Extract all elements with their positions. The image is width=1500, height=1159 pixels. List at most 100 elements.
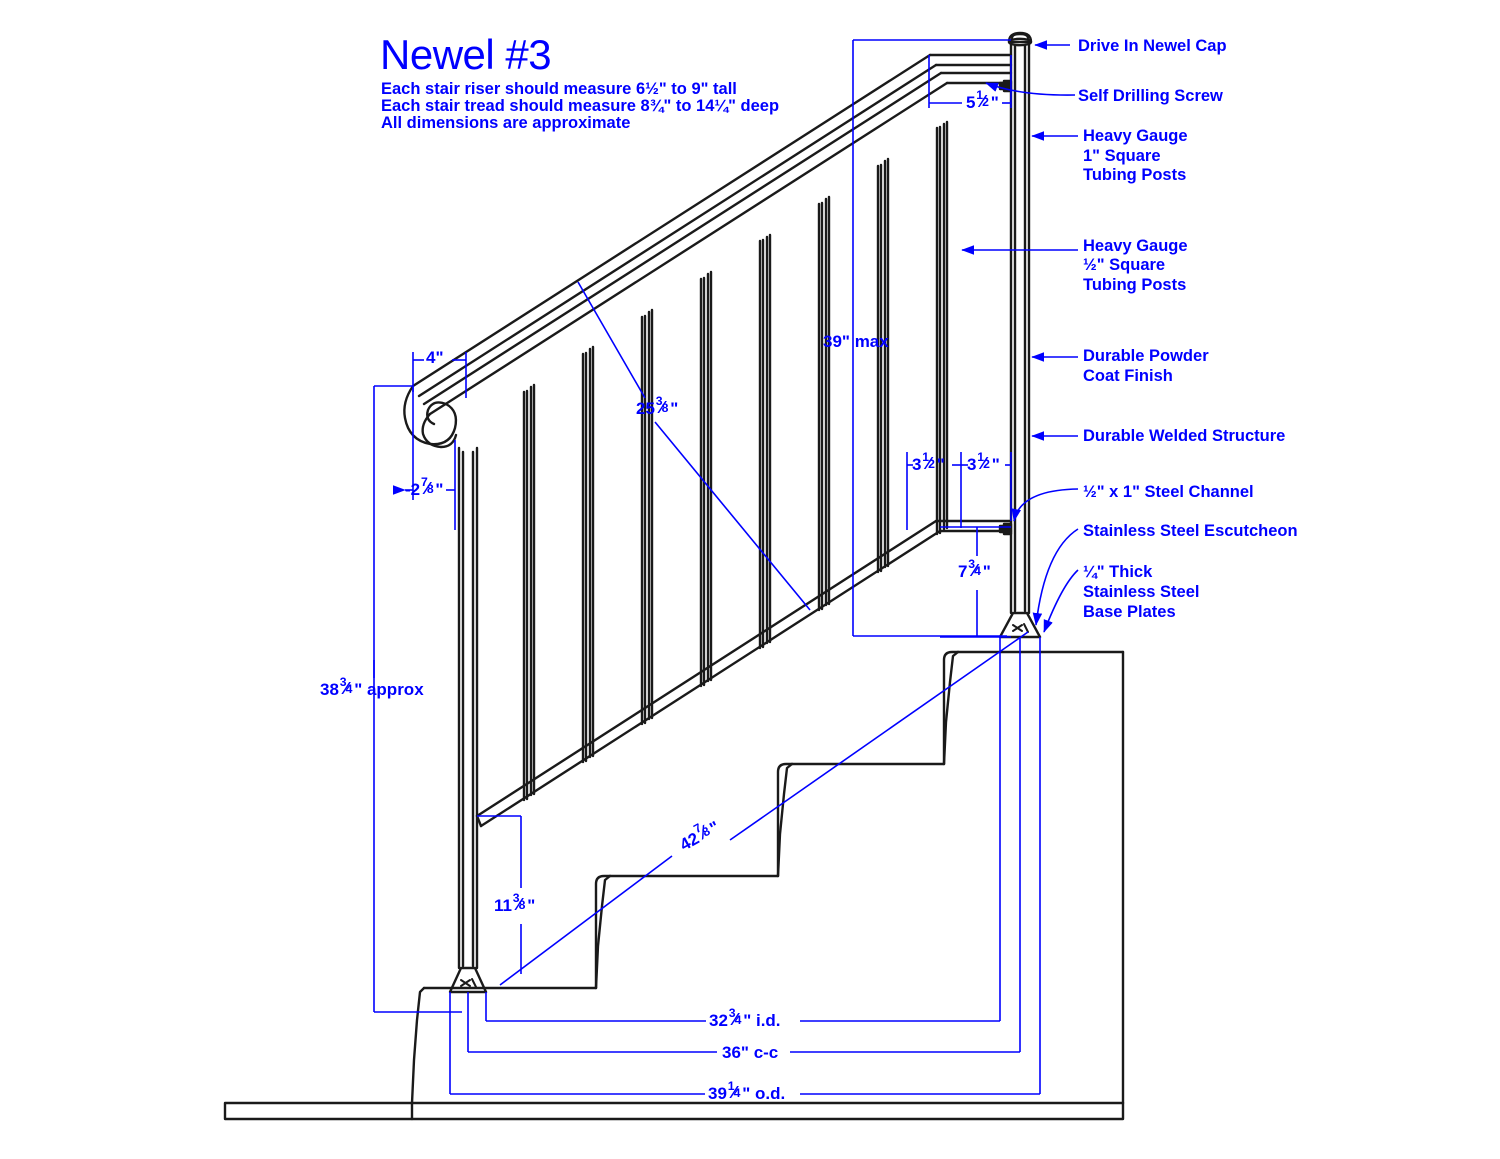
dim-den: 8 (518, 898, 526, 913)
dim-num: 3 (339, 675, 347, 690)
note-approx: All dimensions are approximate (381, 114, 631, 132)
handrail-volute-scroll (403, 384, 458, 449)
leader-channel (1011, 488, 1079, 522)
callout-heavy-gauge-half-line3: Tubing Posts (1083, 276, 1187, 294)
callout-heavy-gauge-half-line2: ½" Square (1083, 256, 1166, 274)
dim-num: 1 (922, 450, 930, 465)
dim-unit: " (990, 93, 999, 113)
dim-rail-height-max (852, 39, 1011, 637)
dim-newel-offset (928, 55, 1012, 108)
dim-whole: 25 (636, 399, 655, 419)
escutcheon-marks (460, 623, 1029, 988)
dim-unit: " (670, 399, 679, 419)
dim-whole: 32 (709, 1011, 728, 1031)
dim-whole: 3 (967, 455, 977, 475)
baluster (581, 345, 595, 764)
dim-num: 3 (655, 394, 663, 409)
baluster (758, 233, 772, 650)
callout-escutcheon: Stainless Steel Escutcheon (1083, 522, 1298, 540)
dim-num: 1 (977, 450, 985, 465)
dim-den: 2 (982, 95, 989, 110)
dim-whole: 38 (320, 680, 339, 700)
dim-unit: " (982, 562, 991, 582)
dim-unit: " (527, 896, 536, 916)
callout-self-drilling-screw: Self Drilling Screw (1078, 87, 1223, 105)
dim-unit: " i.d. (743, 1011, 781, 1031)
dim-whole: 3 (912, 455, 922, 475)
note-riser: Each stair riser should measure 6½" to 9… (381, 80, 737, 98)
dim-den: 4 (974, 564, 981, 579)
dim-volute-drop (374, 385, 456, 530)
dim-label-center: 36" c-c (722, 1043, 779, 1062)
callout-base-plate-line1: ¼" Thick (1083, 563, 1153, 581)
dim-den: 4 (345, 682, 353, 697)
dim-den: 4 (733, 1086, 741, 1101)
baluster-group (522, 120, 949, 802)
callout-leaders (961, 40, 1079, 633)
note-tread: Each stair tread should measure 8¾" to 1… (381, 97, 780, 115)
leader-screw (985, 82, 1076, 96)
baluster (522, 383, 536, 802)
baluster (876, 157, 890, 574)
baluster (935, 120, 949, 536)
dim-den: 2 (983, 457, 990, 472)
callout-heavy-gauge-1in-line1: Heavy Gauge (1083, 127, 1188, 145)
callout-welded-structure: Durable Welded Structure (1083, 427, 1286, 445)
dim-outside (449, 637, 1041, 1095)
drawing-title: Newel #3 (380, 31, 552, 78)
dim-whole: 11 (494, 896, 512, 916)
dim-unit: " approx (354, 680, 424, 700)
callout-heavy-gauge-1in-line2: 1" Square (1083, 147, 1161, 165)
dim-label-volute-width: 4" (426, 348, 444, 367)
dim-whole: -2 (405, 480, 421, 500)
leader-base-plate (1043, 569, 1079, 633)
dim-label-rail-height-max: 39" max (823, 332, 889, 351)
dim-unit: " o.d. (742, 1084, 786, 1104)
dim-rail-length (577, 281, 811, 611)
dim-whole: 7 (958, 562, 968, 582)
bottom-newel-post (448, 446, 488, 994)
dim-overall-height (373, 386, 462, 1013)
dim-num: 3 (512, 891, 520, 906)
baluster (817, 195, 831, 612)
callout-heavy-gauge-half-line1: Heavy Gauge (1083, 237, 1188, 255)
dim-whole: 5 (966, 93, 976, 113)
dim-whole: 39 (708, 1084, 727, 1104)
callout-heavy-gauge-1in-line3: Tubing Posts (1083, 166, 1187, 184)
callout-base-plate-line3: Base Plates (1083, 603, 1176, 621)
dim-center (467, 637, 1021, 1053)
baluster (640, 308, 654, 726)
dim-den: 8 (661, 401, 669, 416)
callout-powder-coat-line1: Durable Powder (1083, 347, 1209, 365)
dim-num: 3 (728, 1006, 736, 1021)
dim-num: 1 (727, 1079, 735, 1094)
dim-post-to-channel (477, 815, 522, 974)
dim-baluster-spacing (906, 452, 1012, 530)
callout-powder-coat-line2: Coat Finish (1083, 367, 1173, 385)
dim-den: 2 (928, 457, 935, 472)
dim-den: 4 (734, 1013, 742, 1028)
dim-unit: " (991, 455, 1000, 475)
dim-channel-to-plate (940, 526, 1011, 638)
dim-num: 3 (968, 557, 976, 572)
leader-escutcheon (1032, 528, 1079, 626)
dim-unit: " (936, 455, 945, 475)
dim-inside (485, 637, 1001, 1022)
callout-base-plate-line2: Stainless Steel (1083, 583, 1200, 601)
dim-num: 1 (976, 88, 984, 103)
dim-num: 7 (420, 475, 428, 490)
callout-drive-in-newel-cap: Drive In Newel Cap (1078, 37, 1227, 55)
callout-steel-channel: ½" x 1" Steel Channel (1083, 483, 1254, 501)
dim-diagonal-run (499, 631, 1029, 986)
